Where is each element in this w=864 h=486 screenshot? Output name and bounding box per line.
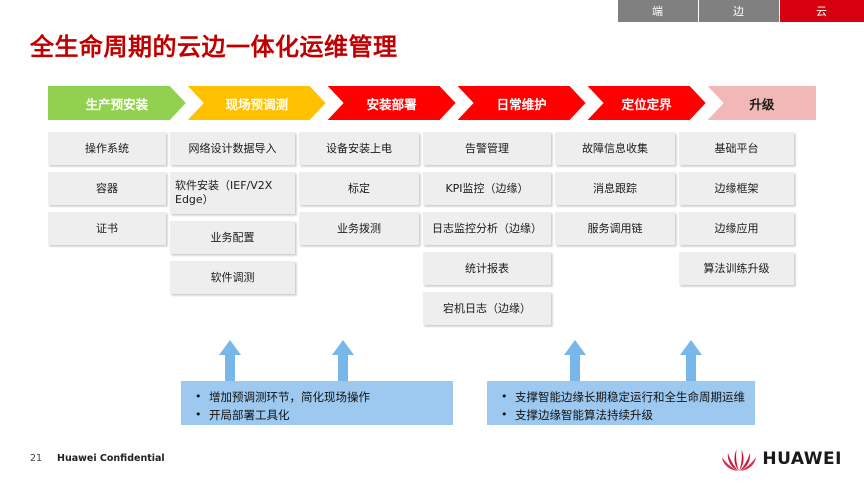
list-item: 支撑智能边缘长期稳定运行和全生命周期运维: [499, 388, 745, 407]
item-box[interactable]: 边缘框架: [679, 172, 794, 205]
right-callout: 支撑智能边缘长期稳定运行和全生命周期运维 支撑边缘智能算法持续升级: [487, 381, 755, 425]
page-number: 21: [30, 453, 43, 464]
arrow-shaft: [686, 354, 696, 386]
arrow-shaft: [338, 354, 348, 386]
process-stage-5[interactable]: 定位定界: [588, 86, 706, 120]
column-upgrade: 基础平台 边缘框架 边缘应用 算法训练升级: [679, 132, 794, 332]
column-production-preinstall: 操作系统 容器 证书: [48, 132, 166, 332]
tab-bian[interactable]: 边: [698, 0, 779, 22]
item-box[interactable]: 算法训练升级: [679, 252, 794, 285]
column-daily-maintenance: 告警管理 KPI监控（边缘） 日志监控分析（边缘） 统计报表 宕机日志（边缘）: [423, 132, 551, 332]
column-fault-location: 故障信息收集 消息跟踪 服务调用链: [555, 132, 675, 332]
item-box[interactable]: 告警管理: [423, 132, 551, 165]
process-stage-3-label: 安装部署: [366, 96, 417, 112]
item-box[interactable]: 容器: [48, 172, 166, 205]
item-box[interactable]: 软件安装（IEF/V2X Edge）: [170, 172, 295, 214]
item-box[interactable]: 故障信息收集: [555, 132, 675, 165]
item-box[interactable]: 标定: [299, 172, 419, 205]
process-stage-2-label: 现场预调测: [225, 96, 288, 112]
item-box[interactable]: 日志监控分析（边缘）: [423, 212, 551, 245]
item-box[interactable]: 统计报表: [423, 252, 551, 285]
process-chevron-row: 生产预安装 现场预调测 安装部署 日常维护 定位定界 升级: [48, 86, 818, 120]
item-box[interactable]: 基础平台: [679, 132, 794, 165]
callout-arrow-up-3: [564, 340, 586, 386]
process-stage-3[interactable]: 安装部署: [328, 86, 456, 120]
list-item: 支撑边缘智能算法持续升级: [499, 406, 745, 425]
tab-duan[interactable]: 端: [617, 0, 698, 22]
item-box[interactable]: 操作系统: [48, 132, 166, 165]
process-stage-2[interactable]: 现场预调测: [188, 86, 326, 120]
item-box[interactable]: 消息跟踪: [555, 172, 675, 205]
list-item: 开局部署工具化: [193, 406, 443, 425]
top-tab-bar: 端 边 云: [617, 0, 864, 22]
arrow-shaft: [225, 354, 235, 386]
item-box[interactable]: 边缘应用: [679, 212, 794, 245]
tab-yun[interactable]: 云: [779, 0, 864, 22]
left-callout-list: 增加预调测环节，简化现场操作 开局部署工具化: [193, 388, 443, 425]
callout-arrow-up-4: [680, 340, 702, 386]
confidential-notice: Huawei Confidential: [57, 453, 165, 464]
process-stage-1[interactable]: 生产预安装: [48, 86, 186, 120]
page-title: 全生命周期的云边一体化运维管理: [30, 33, 398, 61]
column-install-deploy: 设备安装上电 标定 业务拨测: [299, 132, 419, 332]
list-item: 增加预调测环节，简化现场操作: [193, 388, 443, 407]
arrow-head-icon: [332, 340, 354, 355]
process-stage-6-label: 升级: [749, 96, 775, 112]
item-box[interactable]: 网络设计数据导入: [170, 132, 295, 165]
huawei-logo: HUAWEI: [722, 446, 842, 472]
right-callout-list: 支撑智能边缘长期稳定运行和全生命周期运维 支撑边缘智能算法持续升级: [499, 388, 745, 425]
huawei-flower-icon: [722, 449, 757, 471]
capability-columns: 操作系统 容器 证书 网络设计数据导入 软件安装（IEF/V2X Edge） 业…: [48, 132, 818, 332]
huawei-wordmark: HUAWEI: [762, 449, 842, 469]
arrow-shaft: [570, 354, 580, 386]
item-box[interactable]: 宕机日志（边缘）: [423, 292, 551, 325]
item-box[interactable]: 服务调用链: [555, 212, 675, 245]
left-callout: 增加预调测环节，简化现场操作 开局部署工具化: [181, 381, 453, 425]
process-stage-6[interactable]: 升级: [708, 86, 816, 120]
arrow-head-icon: [680, 340, 702, 355]
item-box[interactable]: 业务拨测: [299, 212, 419, 245]
process-stage-4[interactable]: 日常维护: [458, 86, 586, 120]
process-stage-1-label: 生产预安装: [85, 96, 149, 112]
process-stage-4-label: 日常维护: [496, 96, 547, 112]
process-stage-5-label: 定位定界: [621, 96, 672, 112]
arrow-head-icon: [564, 340, 586, 355]
item-box[interactable]: KPI监控（边缘）: [423, 172, 551, 205]
item-box[interactable]: 设备安装上电: [299, 132, 419, 165]
column-onsite-pretest: 网络设计数据导入 软件安装（IEF/V2X Edge） 业务配置 软件调测: [170, 132, 295, 332]
arrow-head-icon: [219, 340, 241, 355]
callout-arrow-up-2: [332, 340, 354, 386]
item-box[interactable]: 软件调测: [170, 261, 295, 294]
callout-arrow-up-1: [219, 340, 241, 386]
item-box[interactable]: 证书: [48, 212, 166, 245]
item-box[interactable]: 业务配置: [170, 221, 295, 254]
